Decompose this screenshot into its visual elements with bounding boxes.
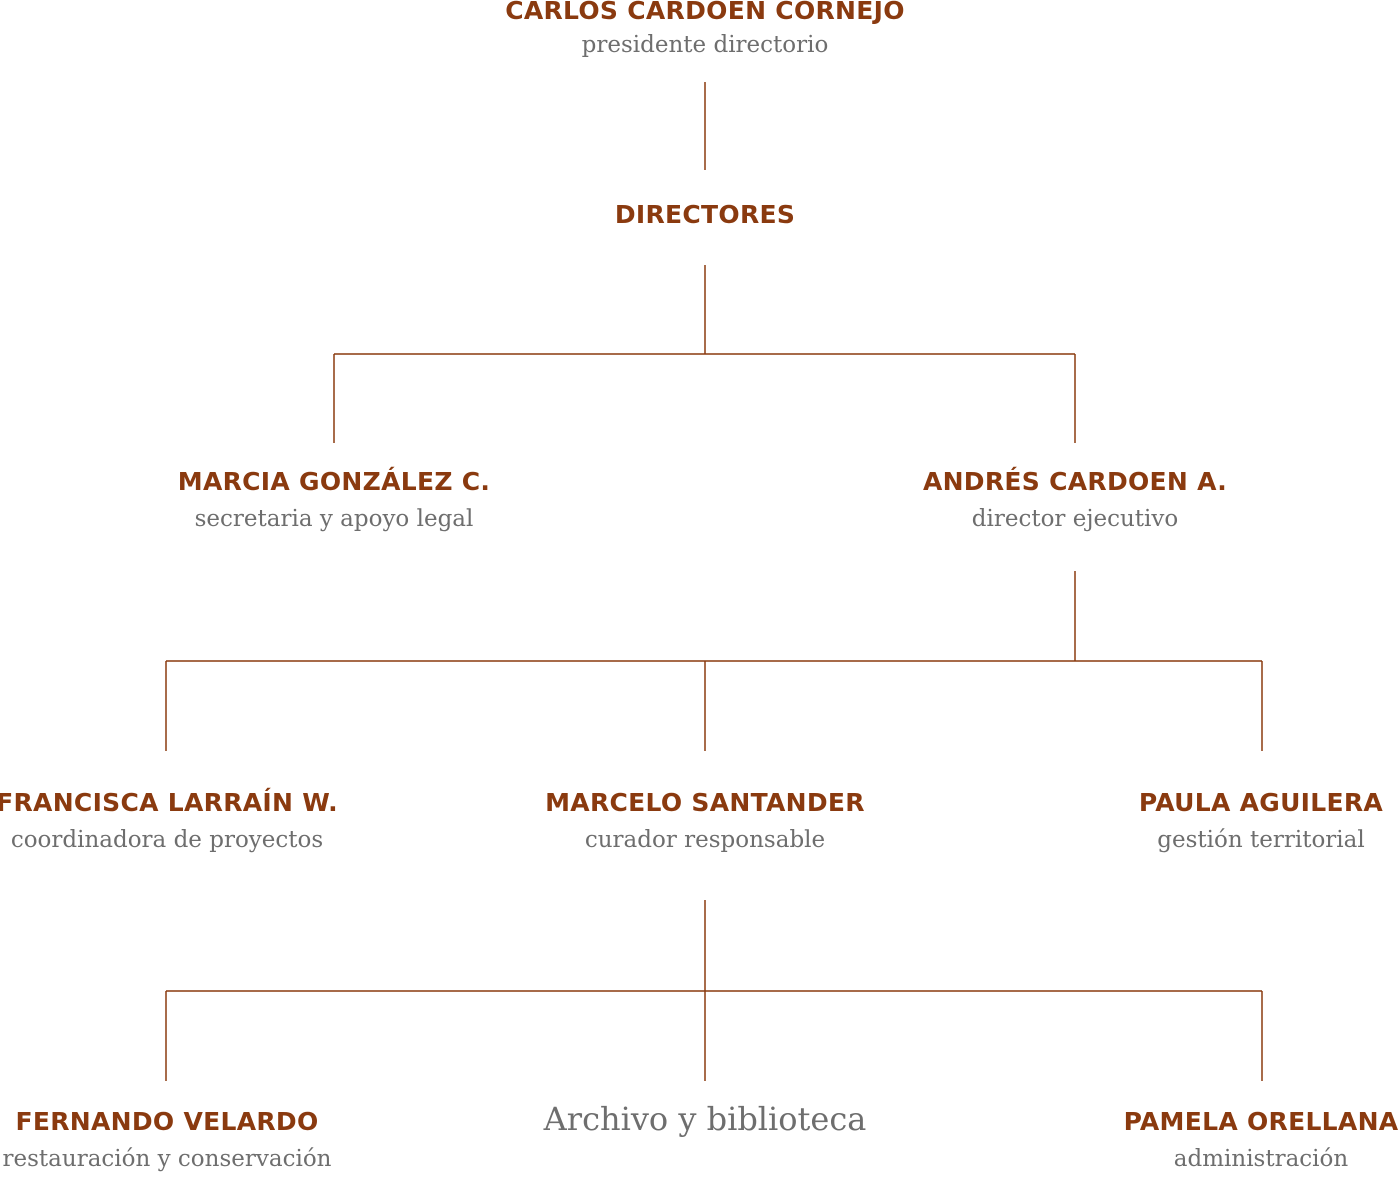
staff-role: curador responsable <box>584 827 826 853</box>
director-node-executive: ANDRÉS CARDOEN A. director ejecutivo <box>923 467 1227 534</box>
archive-unit-label: Archivo y biblioteca <box>543 1100 867 1138</box>
director-node-secretary: MARCIA GONZÁLEZ C. secretaria y apoyo le… <box>178 467 490 534</box>
director-role: director ejecutivo <box>971 506 1179 532</box>
team-node-administration: PAMELA ORELLANA administración <box>1124 1107 1399 1174</box>
staff-name: FRANCISCA LARRAÍN W. <box>0 788 338 817</box>
president-node: CARLOS CARDOEN CORNEJO presidente direct… <box>505 0 905 60</box>
staff-node-curator: MARCELO SANTANDER curador responsable <box>545 788 865 855</box>
staff-name: MARCELO SANTANDER <box>545 788 865 817</box>
director-name: ANDRÉS CARDOEN A. <box>922 467 1228 496</box>
team-node-archive: Archivo y biblioteca <box>544 1101 867 1137</box>
director-name: MARCIA GONZÁLEZ C. <box>177 467 491 496</box>
president-name: CARLOS CARDOEN CORNEJO <box>505 0 905 25</box>
president-role: presidente directorio <box>581 32 829 58</box>
board-label: DIRECTORES <box>614 200 796 229</box>
team-role: restauración y conservación <box>2 1146 332 1172</box>
staff-node-territorial: PAULA AGUILERA gestión territorial <box>1139 788 1383 855</box>
staff-role: gestión territorial <box>1157 827 1365 853</box>
staff-role: coordinadora de proyectos <box>10 827 324 853</box>
team-node-restoration: FERNANDO VELARDO restauración y conserva… <box>3 1107 332 1174</box>
team-name: PAMELA ORELLANA <box>1123 1107 1399 1136</box>
director-role: secretaria y apoyo legal <box>194 506 474 532</box>
team-name: FERNANDO VELARDO <box>15 1107 319 1136</box>
staff-name: PAULA AGUILERA <box>1138 788 1384 817</box>
staff-node-projects: FRANCISCA LARRAÍN W. coordinadora de pro… <box>0 788 338 855</box>
team-role: administración <box>1173 1146 1349 1172</box>
board-node: DIRECTORES <box>615 200 795 230</box>
